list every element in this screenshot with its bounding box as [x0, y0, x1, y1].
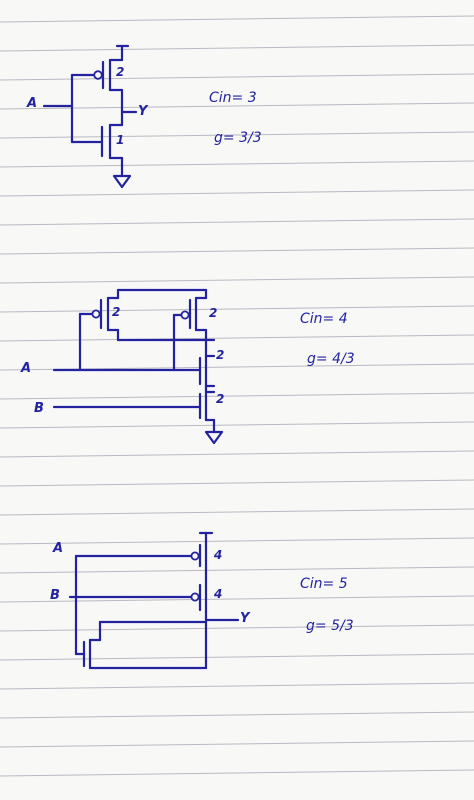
ruled-line [0, 682, 474, 690]
ruled-line [0, 247, 474, 255]
pmos-size-label-a: 4 [214, 548, 223, 562]
input-label-a: A [27, 96, 38, 111]
input-label-a: A [53, 541, 64, 556]
ruled-line [0, 450, 474, 458]
ruled-line [0, 537, 474, 545]
ruled-line [0, 305, 474, 313]
g-value: g= 3/3 [214, 130, 262, 146]
g-value: g= 4/3 [307, 351, 355, 367]
ruled-line [0, 102, 474, 110]
pmos-transistor-a [74, 541, 208, 570]
two-input-circuit-1 [52, 288, 224, 445]
pmos-transistor [70, 58, 124, 92]
ruled-line [0, 566, 474, 574]
cin-value: Cin= 4 [300, 311, 348, 327]
ruled-line [0, 740, 474, 748]
pmos-size-label-b: 4 [214, 587, 223, 601]
pmos-transistor-1 [78, 288, 120, 342]
cin-value: Cin= 5 [300, 576, 348, 592]
ruled-line [0, 595, 474, 603]
ruled-line [0, 131, 474, 139]
pmos-size-label: 2 [116, 65, 125, 79]
nmos-transistor [70, 123, 124, 160]
input-label-b: B [50, 588, 60, 603]
nmos-transistor-2 [52, 384, 216, 422]
inverter-circuit [42, 44, 138, 189]
nmos-size-label: 1 [116, 133, 125, 147]
ruled-line [0, 15, 474, 23]
two-input-circuit-2 [68, 531, 240, 670]
ruled-line [0, 44, 474, 52]
input-label-a: A [21, 361, 32, 376]
ruled-line [0, 73, 474, 81]
ruled-line [0, 421, 474, 429]
ruled-line [0, 624, 474, 632]
ruled-line [0, 711, 474, 719]
pmos-transistor-2 [172, 288, 208, 352]
ruled-line [0, 160, 474, 168]
nmos-transistor [82, 638, 208, 670]
input-label-b: B [34, 401, 44, 416]
ruled-line [0, 479, 474, 487]
output-label-y: Y [240, 611, 250, 626]
pmos-transistor-b [68, 566, 208, 615]
ruled-line [0, 276, 474, 284]
ground-symbol [204, 430, 224, 445]
nmos-size-label-1: 2 [216, 348, 225, 362]
ruled-line [0, 508, 474, 516]
ruled-line [0, 769, 474, 777]
ruled-line [0, 189, 474, 197]
g-value: g= 5/3 [306, 618, 354, 634]
cin-value: Cin= 3 [209, 90, 257, 106]
output-label-y: Y [138, 104, 148, 119]
pmos-size-label-2: 2 [209, 306, 218, 320]
ruled-line [0, 218, 474, 226]
ruled-line [0, 653, 474, 661]
ruled-line [0, 392, 474, 400]
pmos-size-label-1: 2 [112, 305, 121, 319]
nmos-transistor-1 [52, 348, 216, 388]
nmos-size-label-2: 2 [216, 392, 225, 406]
